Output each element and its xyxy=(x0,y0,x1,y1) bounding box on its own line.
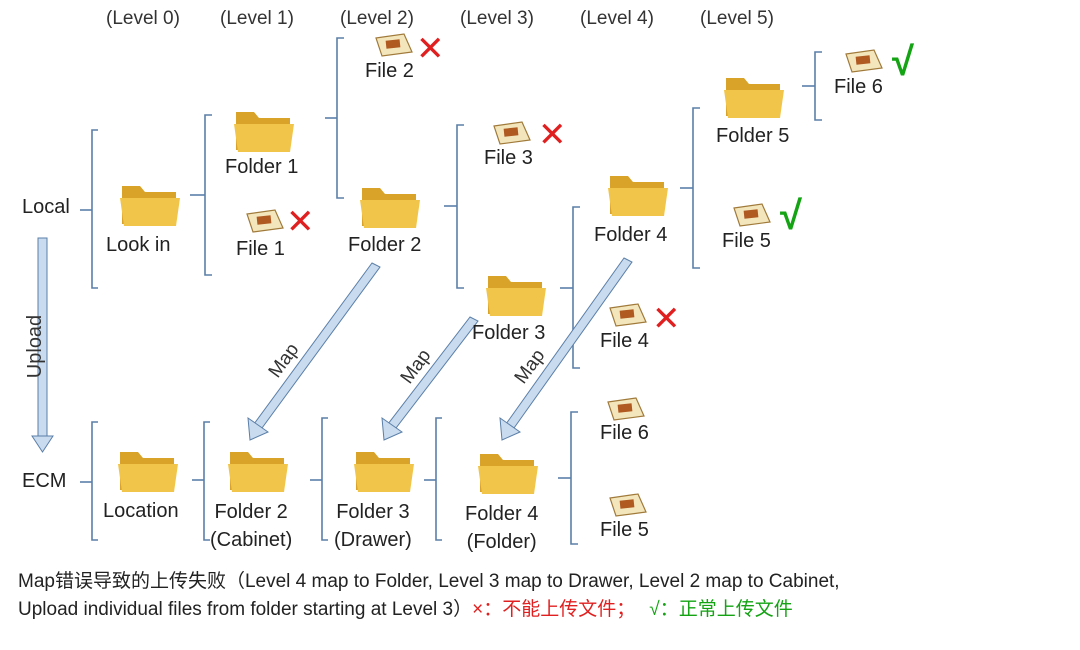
ecm-folder3-name: Folder 3 xyxy=(336,501,410,523)
level-3-header: (Level 3) xyxy=(460,8,534,29)
bracket-folder4 xyxy=(692,107,700,269)
bracket-location xyxy=(203,421,210,541)
ecm-file5-file-icon xyxy=(609,493,647,517)
ecm-file6-file-icon xyxy=(607,397,645,421)
file1-label: File 1 xyxy=(236,238,285,260)
folder5-folder-icon xyxy=(724,78,784,118)
ecm-folder-type: (Folder) xyxy=(466,531,537,553)
ecm-file5-label: File 5 xyxy=(600,519,649,541)
bracket-ecm-folder2 xyxy=(321,417,328,541)
caption-line-1: Map错误导致的上传失败（Level 4 map to Folder, Leve… xyxy=(18,571,840,592)
file2-file-icon xyxy=(375,33,413,57)
ecm-label: ECM xyxy=(22,470,67,492)
upload-arrow xyxy=(31,237,54,453)
ecm-folder4-label: Folder 4 (Folder) xyxy=(465,500,538,556)
file3-label: File 3 xyxy=(484,147,533,169)
bracket-ecm-folder3 xyxy=(435,417,442,541)
map-arrow-folder4 xyxy=(499,257,633,441)
caption-ok-text: 正常上传文件 xyxy=(678,599,793,620)
caption-ok-symbol: √： xyxy=(649,599,679,620)
ecm-file6-label: File 6 xyxy=(600,422,649,444)
ecm-folder2-name: Folder 2 xyxy=(214,501,288,523)
location-folder-icon xyxy=(118,452,178,492)
file1-fail-icon: ✕ xyxy=(286,203,315,241)
folder4-label: Folder 4 xyxy=(594,224,668,246)
bracket-ecm xyxy=(91,421,98,541)
file2-label: File 2 xyxy=(365,60,414,82)
ecm-folder2-folder-icon xyxy=(228,452,288,492)
file6-label: File 6 xyxy=(834,76,883,98)
bracket-folder1 xyxy=(336,37,344,199)
file5-file-icon xyxy=(733,203,771,227)
look-in-folder-icon xyxy=(120,186,180,226)
look-in-label: Look in xyxy=(106,234,171,256)
folder1-label: Folder 1 xyxy=(225,156,299,178)
caption-line-2-text: Upload individual files from folder star… xyxy=(18,599,473,620)
file6-ok-icon: √ xyxy=(892,40,914,84)
folder3-folder-icon xyxy=(486,276,546,316)
local-label: Local xyxy=(22,196,70,218)
location-label: Location xyxy=(103,500,179,522)
bracket-folder5 xyxy=(814,51,822,121)
caption-fail-symbol: ×： xyxy=(472,599,503,620)
map-arrow-folder2 xyxy=(247,262,381,441)
bracket-look-in xyxy=(204,114,212,276)
ecm-drawer-type: (Drawer) xyxy=(334,529,412,551)
folder5-label: Folder 5 xyxy=(716,125,790,147)
folder2-folder-icon xyxy=(360,188,420,228)
file4-fail-icon: ✕ xyxy=(652,300,681,338)
file4-label: File 4 xyxy=(600,330,649,352)
bracket-folder2 xyxy=(456,124,464,289)
file1-file-icon xyxy=(246,209,284,233)
caption-line-2: Upload individual files from folder star… xyxy=(18,594,793,621)
folder2-label: Folder 2 xyxy=(348,234,422,256)
file6-file-icon xyxy=(845,49,883,73)
upload-label: Upload xyxy=(24,314,47,379)
caption-fail-text: 不能上传文件； xyxy=(502,599,636,620)
folder1-folder-icon xyxy=(234,112,294,152)
bracket-ecm-folder4 xyxy=(570,411,578,545)
level-1-header: (Level 1) xyxy=(220,8,294,29)
file4-file-icon xyxy=(609,303,647,327)
level-5-header: (Level 5) xyxy=(700,8,774,29)
level-2-header: (Level 2) xyxy=(340,8,414,29)
file5-ok-icon: √ xyxy=(780,194,802,238)
level-4-header: (Level 4) xyxy=(580,8,654,29)
file5-label: File 5 xyxy=(722,230,771,252)
ecm-cabinet-type: (Cabinet) xyxy=(210,529,293,551)
folder4-folder-icon xyxy=(608,176,668,216)
ecm-folder3-label: Folder 3 (Drawer) xyxy=(334,498,412,554)
file3-file-icon xyxy=(493,121,531,145)
folder3-label: Folder 3 xyxy=(472,322,546,344)
file2-fail-icon: ✕ xyxy=(416,30,445,68)
ecm-folder2-label: Folder 2 (Cabinet) xyxy=(210,498,292,554)
bracket-local xyxy=(91,129,98,289)
file3-fail-icon: ✕ xyxy=(538,116,567,154)
ecm-folder3-folder-icon xyxy=(354,452,414,492)
ecm-folder4-folder-icon xyxy=(478,454,538,494)
map-arrow-folder3 xyxy=(381,316,479,441)
level-0-header: (Level 0) xyxy=(106,8,180,29)
ecm-folder4-name: Folder 4 xyxy=(465,503,539,525)
